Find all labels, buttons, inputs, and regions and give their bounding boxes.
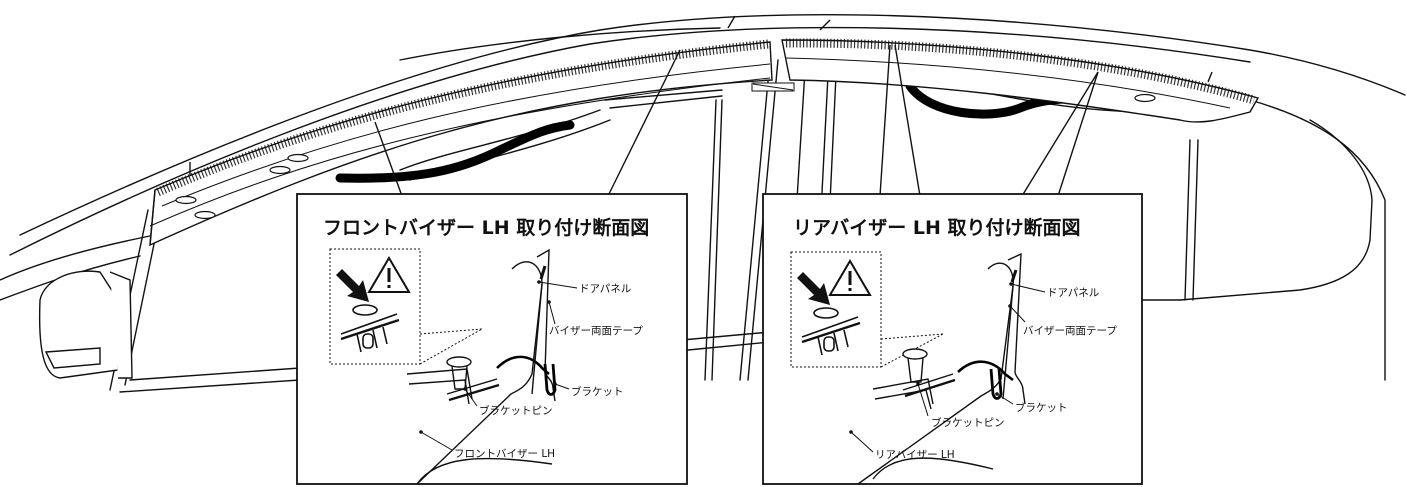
clip-icon	[340, 304, 400, 353]
label-bracket: ブラケット	[1015, 401, 1068, 414]
side-mirror	[38, 270, 133, 379]
front-visor	[149, 15, 795, 247]
label-door-panel: ドアパネル	[1047, 287, 1099, 299]
mounting-hole	[1134, 93, 1156, 103]
rear-visor	[781, 19, 1260, 123]
warning-icon	[828, 259, 872, 296]
label-bracket-pin: ブラケットピン	[931, 416, 1005, 429]
push-arrow-icon	[797, 272, 830, 305]
label-visor-tape: バイザー両面テープ	[1023, 325, 1117, 337]
label-visor-tape: バイザー両面テープ	[549, 325, 643, 337]
label-bracket-pin: ブラケットピン	[479, 404, 553, 417]
rear-inset: リアバイザー LH 取り付け断面図	[762, 193, 1143, 485]
push-warning-detail	[790, 251, 944, 368]
clip-icon	[801, 307, 861, 356]
front-inset: フロントバイザー LH 取り付け断面図	[296, 193, 688, 485]
cross-section-drawing	[857, 252, 1026, 485]
cross-section-drawing	[406, 248, 557, 485]
inset-title: フロントバイザー LH 取り付け断面図	[323, 216, 649, 239]
label-visor: フロントバイザー LH	[454, 448, 555, 460]
mounting-hole	[175, 153, 309, 220]
callout-lines	[374, 44, 1099, 197]
push-warning-detail	[329, 248, 483, 365]
leader-lines	[850, 283, 1046, 453]
leader-lines	[420, 281, 578, 451]
label-visor: リアバイザー LH	[875, 449, 955, 461]
warning-icon	[367, 256, 411, 293]
push-arrow-icon	[336, 269, 369, 302]
label-door-panel: ドアパネル	[579, 283, 631, 295]
inset-title: リアバイザー LH 取り付け断面図	[793, 216, 1080, 239]
label-bracket: ブラケット	[571, 385, 624, 398]
